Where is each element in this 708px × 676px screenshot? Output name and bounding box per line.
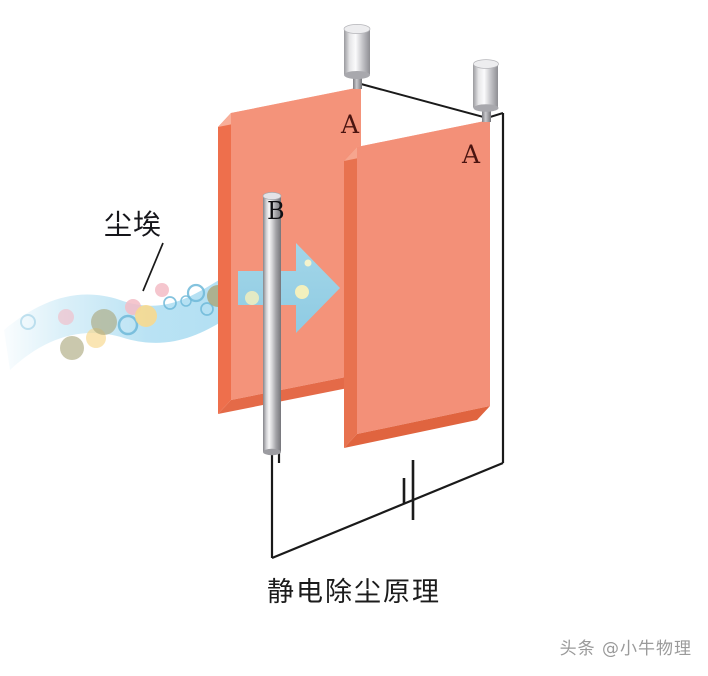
plate-right-label: A xyxy=(462,140,481,169)
dust-label: 尘埃 xyxy=(104,208,163,241)
plate-right-bottom-edge xyxy=(344,406,490,448)
rod-label: B xyxy=(267,197,285,225)
arrow-particle xyxy=(304,259,312,267)
rod-top-cap xyxy=(262,192,282,200)
wire-bottom-diagonal xyxy=(271,461,504,560)
terminal-right-body xyxy=(473,64,498,108)
dust-particle xyxy=(135,305,157,327)
plate-left-bottom-edge xyxy=(218,374,361,414)
arrow-particle xyxy=(245,291,259,305)
watermark: 头条 @小牛物理 xyxy=(559,639,692,659)
plate-right-face xyxy=(357,120,490,434)
plate-right-side-edge xyxy=(344,147,357,448)
dust-particle xyxy=(180,295,192,307)
discharge-rod-B[interactable] xyxy=(262,192,282,456)
dust-particle xyxy=(20,314,36,330)
airflow-arrow xyxy=(238,243,340,333)
dust-particle xyxy=(117,314,139,336)
dust-particle xyxy=(58,309,74,325)
airflow-arrow-shape xyxy=(238,243,340,333)
terminal-left-body xyxy=(344,29,370,75)
dust-leader-line xyxy=(142,242,164,292)
terminal-post-right[interactable] xyxy=(473,59,499,122)
terminal-left-stem xyxy=(353,73,362,89)
terminal-left-base xyxy=(344,71,370,79)
terminal-left-cap xyxy=(343,24,371,34)
terminal-post-left[interactable] xyxy=(343,24,371,89)
dust-particle xyxy=(163,296,177,310)
dust-particle xyxy=(91,309,117,335)
terminal-right-base xyxy=(473,104,499,112)
electrode-plate-A-right[interactable] xyxy=(344,120,490,448)
arrow-particle xyxy=(295,285,309,299)
dust-particle xyxy=(155,283,169,297)
plate-left-label: A xyxy=(341,110,360,139)
figure-caption: 静电除尘原理 xyxy=(267,577,441,608)
dust-particle xyxy=(186,283,206,303)
plate-left-side-edge xyxy=(218,113,231,414)
dust-particle xyxy=(200,302,214,316)
terminal-right-stem xyxy=(482,106,491,122)
battery-symbol xyxy=(402,460,415,520)
dust-particle xyxy=(60,336,84,360)
rod-bottom-cap xyxy=(263,448,281,456)
terminal-right-cap xyxy=(473,59,499,69)
rod-body xyxy=(263,196,281,452)
